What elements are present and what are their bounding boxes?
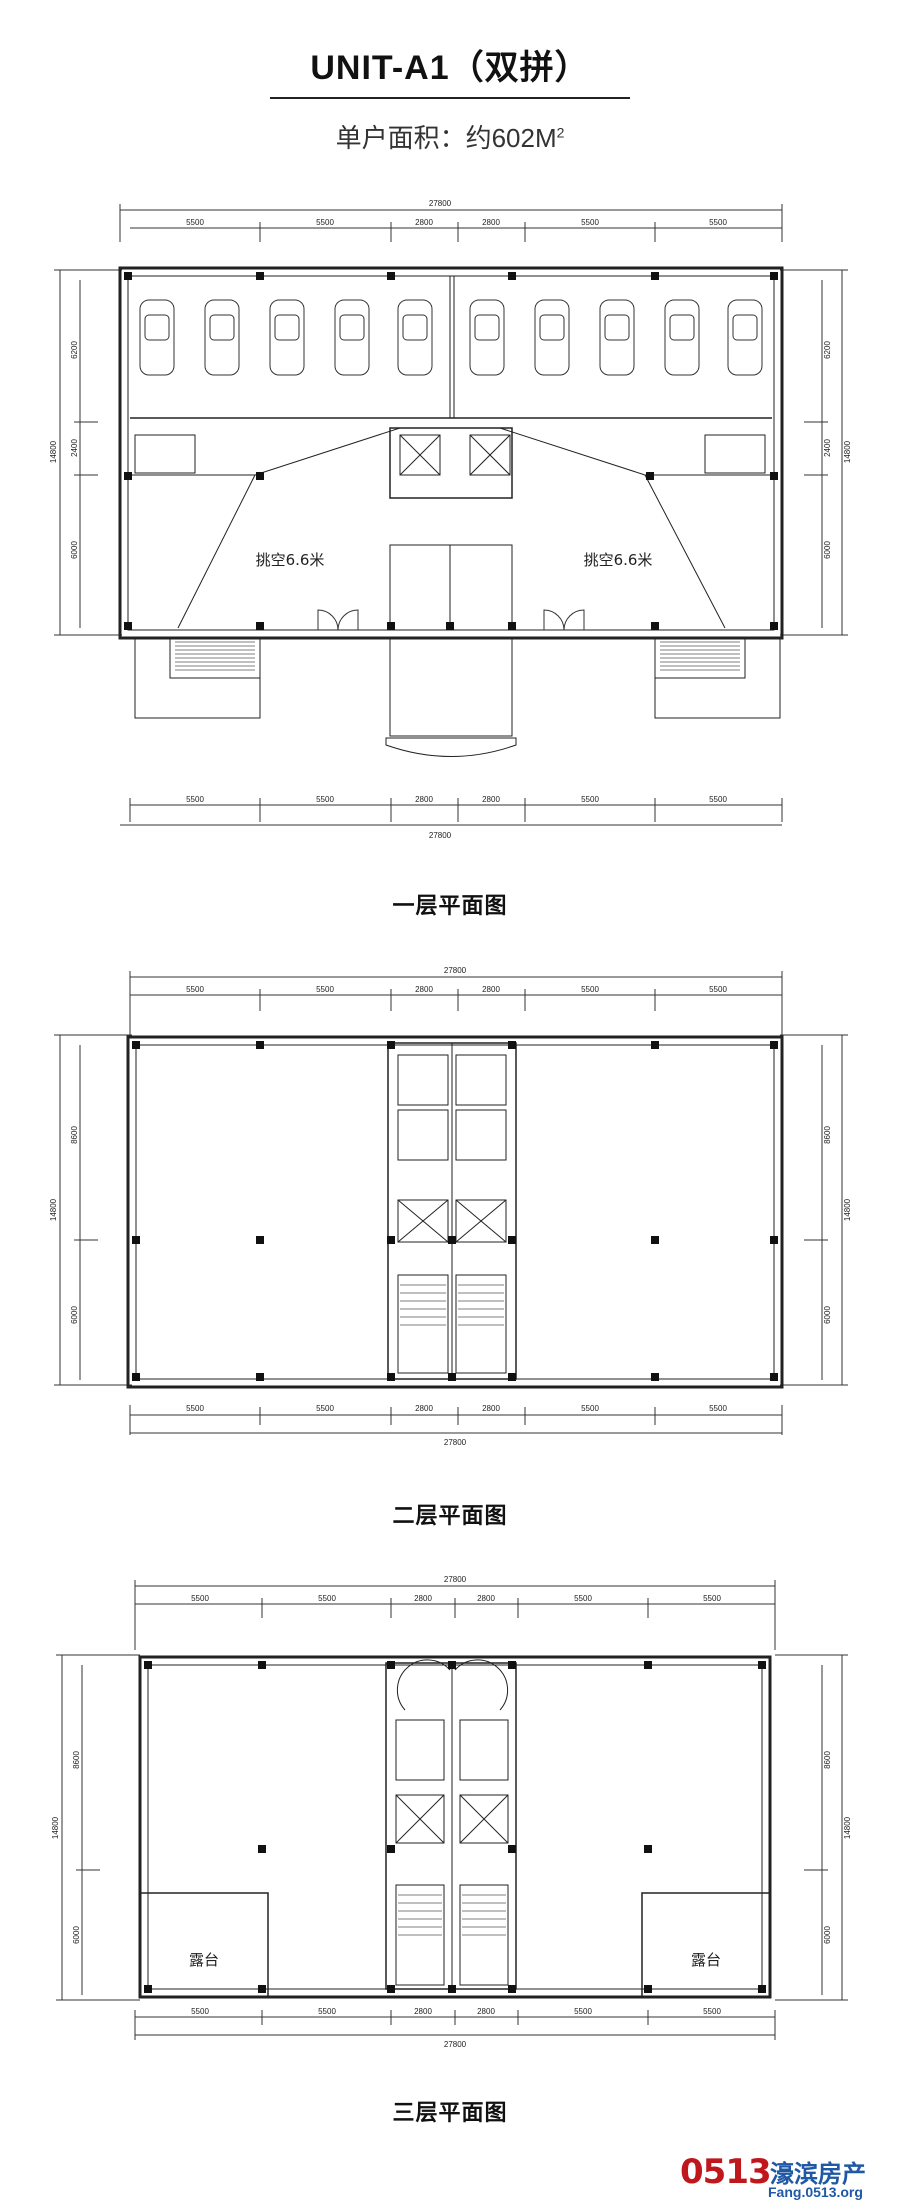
f3-bottom-bay-6: 5500 [703,2007,721,2016]
f1-bottom-bay-6: 5500 [709,795,727,804]
page-title: UNIT-A1（双拼） [310,49,590,87]
f1-bottom-bay-2: 5500 [316,795,334,804]
f1-void-left: 挑空6.6米 [256,551,325,569]
f1-bay-6: 5500 [709,218,727,227]
f1-total-width-bottom: 27800 [429,831,452,840]
f3-bay-4: 2800 [477,1594,495,1603]
f2-bottom-bay-4: 2800 [482,1404,500,1413]
f3-bay-3: 2800 [414,1594,432,1603]
floor2-drawing: 27800 5500 5500 2800 2800 5500 5500 5500… [49,966,852,1447]
f2-total-depth-right: 14800 [843,1198,852,1221]
f1-bay-2: 5500 [316,218,334,227]
f3-depth-1-right: 8600 [823,1751,832,1769]
f2-bay-6: 5500 [709,985,727,994]
f2-bay-1: 5500 [186,985,204,994]
f1-bottom-bay-1: 5500 [186,795,204,804]
f3-total-depth-left: 14800 [51,1816,60,1839]
f2-depth-2-right: 6000 [823,1306,832,1324]
f3-depth-1-left: 8600 [72,1751,81,1769]
f1-bay-5: 5500 [581,218,599,227]
f1-total-depth-right: 14800 [843,440,852,463]
f2-depth-1-right: 8600 [823,1126,832,1144]
f2-bottom-bay-6: 5500 [709,1404,727,1413]
f1-bottom-bay-5: 5500 [581,795,599,804]
area-superscript: 2 [556,124,565,141]
unit-area: 单户面积：约602M2 [0,118,900,155]
f2-depth-1-left: 8600 [70,1126,79,1144]
logo-number: 0513 [680,2152,772,2192]
floor3-plan: 27800 5500 5500 2800 2800 5500 5500 5500… [0,1570,900,2090]
f1-depth-3-left: 6000 [70,541,79,559]
floor3-drawing: 27800 5500 5500 2800 2800 5500 5500 5500… [51,1575,852,2049]
floor2-caption: 二层平面图 [392,1503,508,1528]
f3-total-width-bottom: 27800 [444,2040,467,2049]
f2-total-width-top: 27800 [444,966,467,975]
f1-void-right: 挑空6.6米 [584,551,653,569]
f2-bottom-bay-5: 5500 [581,1404,599,1413]
f1-total-depth-left: 14800 [49,440,58,463]
f1-bottom-bay-3: 2800 [415,795,433,804]
site-logo[interactable]: 0513 濠滨房产 Fang.0513.org [680,2152,890,2200]
floor2-plan: 27800 5500 5500 2800 2800 5500 5500 5500… [0,955,900,1475]
f3-bottom-bay-5: 5500 [574,2007,592,2016]
floor1-drawing: 27800 5500 5500 2800 2800 5500 5500 5500… [49,199,852,840]
f2-bay-5: 5500 [581,985,599,994]
f3-terrace-left: 露台 [189,1951,219,1969]
f1-bay-1: 5500 [186,218,204,227]
logo-url: Fang.0513.org [768,2184,863,2200]
area-text: 单户面积：约602M [335,123,557,153]
f3-bottom-bay-2: 5500 [318,2007,336,2016]
f1-depth-1-right: 6200 [823,341,832,359]
title-divider [270,97,630,99]
f3-depth-2-right: 6000 [823,1926,832,1944]
f3-total-width-top: 27800 [444,1575,467,1584]
f2-bay-2: 5500 [316,985,334,994]
f1-depth-2-left: 2400 [70,439,79,457]
f1-bay-3: 2800 [415,218,433,227]
f3-bottom-bay-4: 2800 [477,2007,495,2016]
f1-depth-3-right: 6000 [823,541,832,559]
f1-bottom-bay-4: 2800 [482,795,500,804]
f2-bottom-bay-1: 5500 [186,1404,204,1413]
logo-name: 濠滨房产 [770,2160,866,2188]
f2-total-depth-left: 14800 [49,1198,58,1221]
f2-bottom-bay-2: 5500 [316,1404,334,1413]
f2-bay-3: 2800 [415,985,433,994]
f3-bay-6: 5500 [703,1594,721,1603]
f3-bottom-bay-3: 2800 [414,2007,432,2016]
f1-depth-2-right: 2400 [823,439,832,457]
f2-bay-4: 2800 [482,985,500,994]
f2-total-width-bottom: 27800 [444,1438,467,1447]
f3-terrace-right: 露台 [691,1951,721,1969]
f3-bottom-bay-1: 5500 [191,2007,209,2016]
f2-depth-2-left: 6000 [70,1306,79,1324]
floor3-caption: 三层平面图 [392,2100,508,2125]
f3-bay-1: 5500 [191,1594,209,1603]
f3-bay-5: 5500 [574,1594,592,1603]
floor1-plan: 27800 5500 5500 2800 2800 5500 5500 5500… [0,190,900,870]
f3-depth-2-left: 6000 [72,1926,81,1944]
f1-bay-4: 2800 [482,218,500,227]
floor1-caption: 一层平面图 [392,893,508,918]
f3-total-depth-right: 14800 [843,1816,852,1839]
f2-bottom-bay-3: 2800 [415,1404,433,1413]
f1-depth-1-left: 6200 [70,341,79,359]
f1-total-width-top: 27800 [429,199,452,208]
f3-bay-2: 5500 [318,1594,336,1603]
